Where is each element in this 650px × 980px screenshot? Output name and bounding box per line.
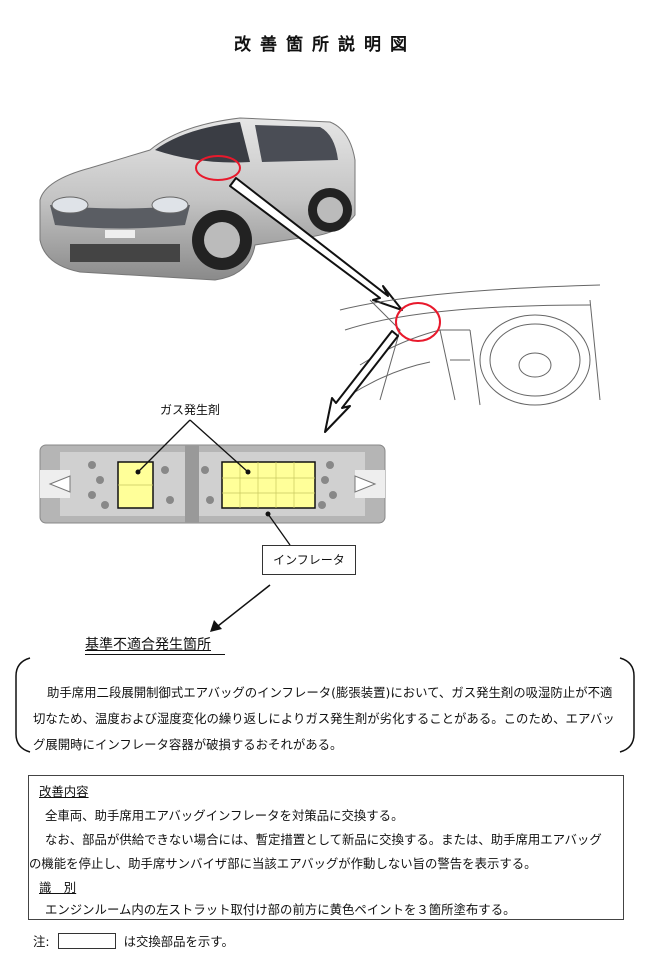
inflator-label: インフレータ [262,545,356,575]
gas-generant-label: ガス発生剤 [160,403,221,417]
inflator-leader [267,513,291,546]
remedy-line-3: の機能を停止し、助手席サンバイザ部に当該エアバッグが作動しない旨の警告を表示する… [29,856,537,871]
dashboard-location-marker [395,302,441,342]
inflator-cross-section [39,444,386,524]
note: 注: は交換部品を示す。 [33,932,234,950]
nonconformity-brackets [15,657,635,753]
note-prefix: 注: [33,934,50,949]
identification-heading: 識 別 [39,880,77,895]
identification-text: エンジンルーム内の左ストラット取付け部の前方に黄色ペイントを３箇所塗布する。 [45,902,516,917]
arrow-dashboard-to-inflator [324,330,399,433]
nonconformity-description: 助手席用二段展開制御式エアバッグのインフレータ(膨張装置)において、ガス発生剤の… [33,685,615,752]
gas-generant-large-chamber [221,461,316,509]
remedy-line-2: なお、部品が供給できない場合には、暫定措置として新品に交換する。または、助手席用… [45,832,602,847]
remedy-line-1: 全車両、助手席用エアバッグインフレータを対策品に交換する。 [45,808,404,823]
replacement-part-legend-swatch [57,933,116,949]
recall-diagram [39,117,601,632]
car-photo [39,117,356,281]
gas-generant-leaders [137,419,249,473]
car-location-marker [195,155,241,181]
nonconformity-heading: 基準不適合発生箇所 [85,636,225,655]
remedy-heading: 改善内容 [39,784,89,799]
arrow-to-nonconformity [210,584,271,632]
note-text: は交換部品を示す。 [123,934,234,949]
arrow-car-to-dashboard [229,177,403,311]
page-title: 改善箇所説明図 [234,35,416,55]
remedy-box: 改善内容 全車両、助手席用エアバッグインフレータを対策品に交換する。 なお、部品… [28,775,624,920]
